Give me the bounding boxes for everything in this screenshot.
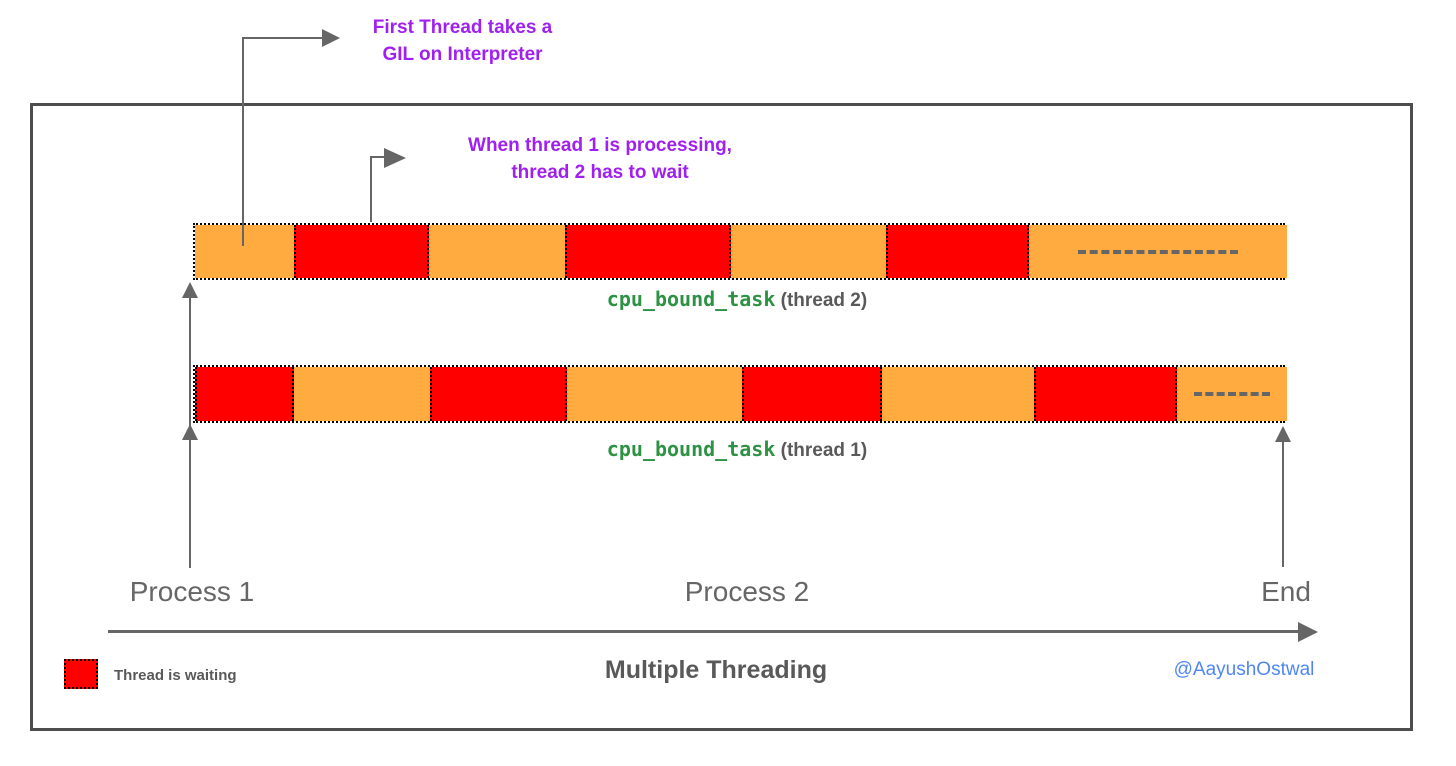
thread2-suffix: (thread 2) <box>775 290 868 311</box>
process1-label: Process 1 <box>129 576 255 607</box>
gil-annotation-line <box>242 37 324 39</box>
segment-running <box>1029 225 1287 278</box>
process2-label: Process 2 <box>684 576 810 607</box>
gil-annotation-line <box>242 38 244 246</box>
wait-annotation-line <box>370 158 372 222</box>
gil-annotation-text: First Thread takes a GIL on Interpreter <box>372 17 553 65</box>
segment-running <box>429 225 565 278</box>
segment-running <box>294 367 430 421</box>
wait-annotation-line <box>370 156 386 158</box>
segment-waiting <box>1034 367 1177 421</box>
thread1-label: cpu_bound_task (thread 1) <box>437 437 1037 462</box>
watermark: @AayushOstwal <box>1173 659 1315 680</box>
segment-running <box>567 367 742 421</box>
end-arrowhead-icon <box>1275 426 1291 442</box>
waiting-legend-label: Thread is waiting <box>114 667 237 684</box>
diagram-frame <box>30 103 1413 731</box>
segment-running <box>1177 367 1287 421</box>
thread2-timeline-bar <box>193 223 1287 280</box>
timeline-arrowhead-icon <box>1298 622 1318 642</box>
continuation-dashes-icon <box>1078 249 1238 254</box>
segment-waiting <box>886 225 1029 278</box>
diagram-title: Multiple Threading <box>604 656 828 684</box>
thread1-suffix: (thread 1) <box>775 440 868 461</box>
segment-running <box>195 225 294 278</box>
segment-waiting <box>742 367 882 421</box>
timeline-axis-line <box>108 630 1302 633</box>
wait-annotation-text: When thread 1 is processing, thread 2 ha… <box>468 135 732 183</box>
segment-running <box>882 367 1034 421</box>
waiting-legend-swatch <box>64 659 98 689</box>
segment-waiting <box>565 225 731 278</box>
gil-arrowhead-icon <box>322 29 340 47</box>
segment-waiting <box>294 225 429 278</box>
segment-waiting <box>195 367 294 421</box>
end-arrow-line <box>1282 442 1284 567</box>
process1-arrowhead-top-icon <box>182 282 198 298</box>
thread2-label: cpu_bound_task (thread 2) <box>437 287 1037 312</box>
wait-arrowhead-icon <box>384 148 406 168</box>
end-label: End <box>1261 576 1311 607</box>
continuation-dashes-icon <box>1194 392 1270 396</box>
segment-running <box>731 225 886 278</box>
thread1-task-name: cpu_bound_task <box>606 437 776 461</box>
thread1-timeline-bar <box>193 365 1287 423</box>
segment-waiting <box>430 367 567 421</box>
process1-arrowhead-mid-icon <box>182 424 198 440</box>
thread2-task-name: cpu_bound_task <box>606 287 776 311</box>
